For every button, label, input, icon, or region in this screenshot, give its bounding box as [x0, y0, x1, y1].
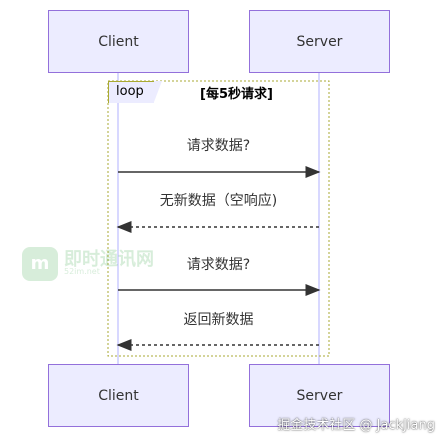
actor-server-label: Server — [296, 387, 343, 404]
message-label: 无新数据（空响应) — [159, 193, 278, 209]
actor-server-bottom: Server — [249, 364, 390, 427]
loop-condition: [每5秒请求] — [200, 87, 273, 102]
message-label: 请求数据? — [186, 257, 251, 273]
actor-client-label: Client — [98, 33, 139, 50]
footer-credit: 掘金技术社区 @ JackJiang — [277, 418, 435, 433]
loop-label: loop — [108, 81, 162, 103]
actor-client-top: Client — [48, 10, 189, 73]
message-label: 请求数据? — [186, 138, 251, 154]
actor-server-top: Server — [249, 10, 390, 73]
actor-client-label: Client — [98, 387, 139, 404]
actor-server-label: Server — [296, 33, 343, 50]
message-label: 返回新数据 — [183, 312, 254, 328]
actor-client-bottom: Client — [48, 364, 189, 427]
